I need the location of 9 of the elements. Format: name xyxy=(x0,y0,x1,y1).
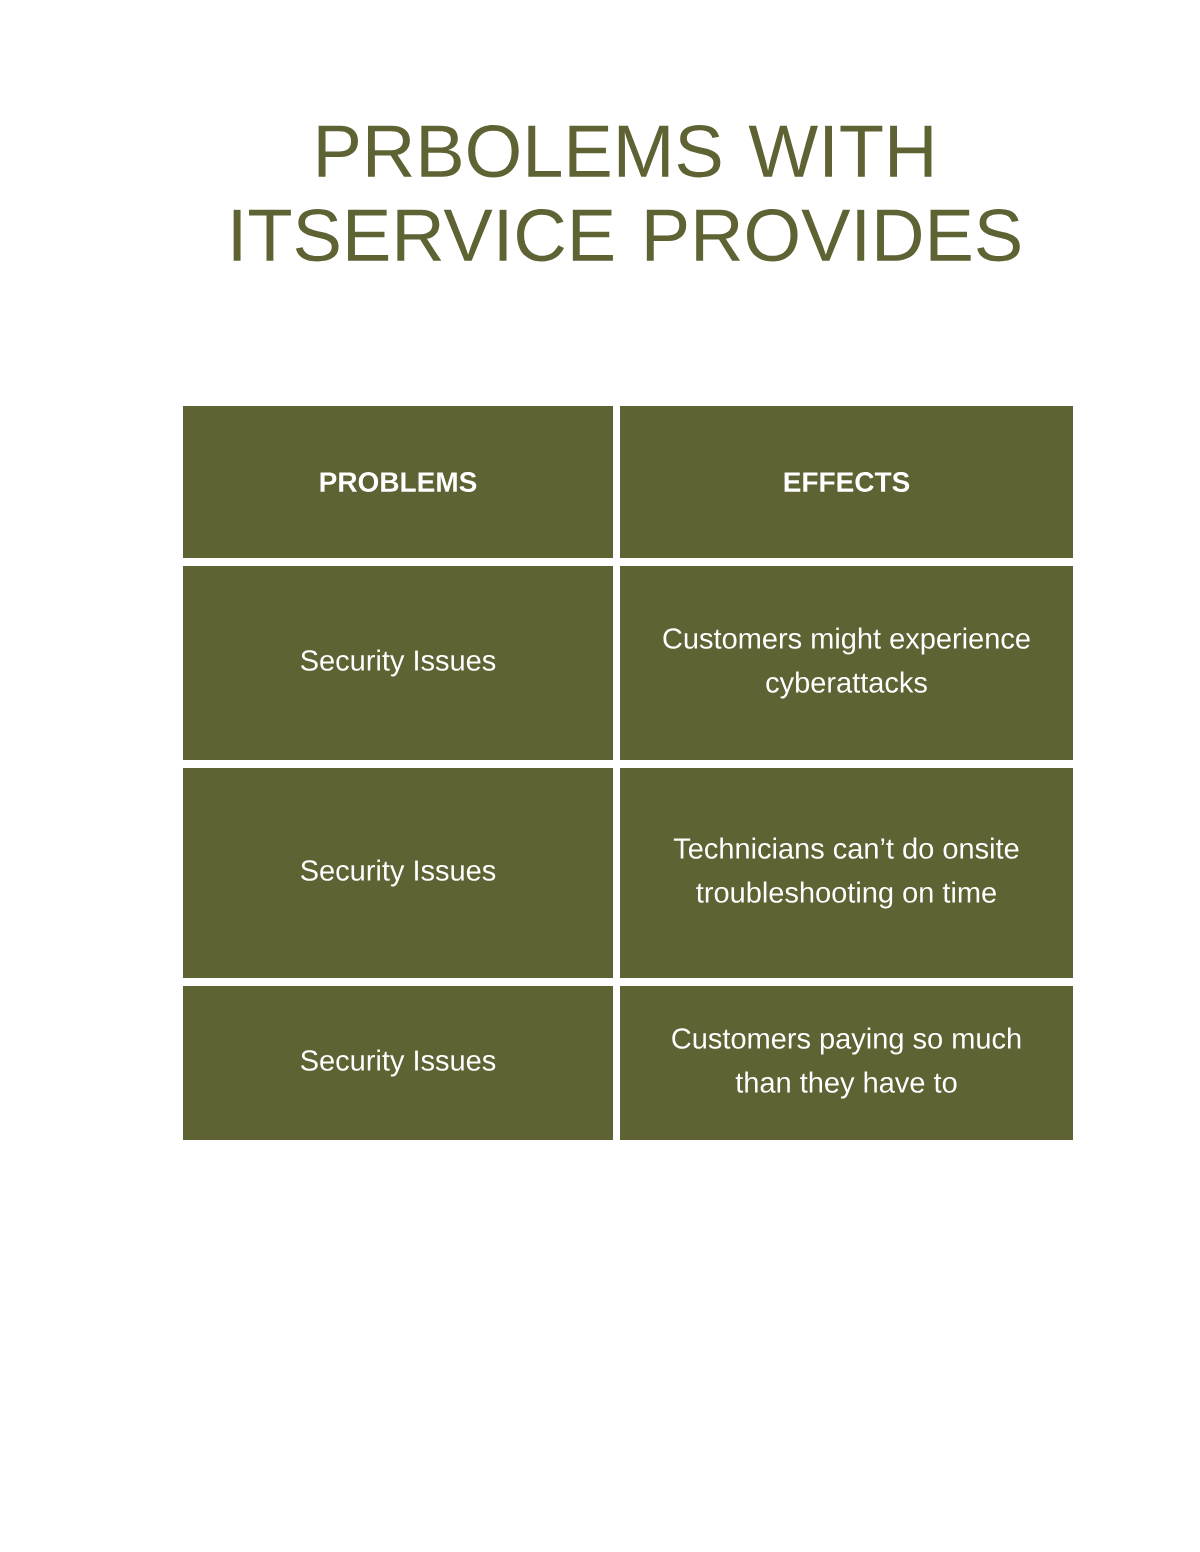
title: PRBOLEMS WITH ITSERVICE PROVIDES xyxy=(233,125,1020,262)
table-cell: Security Issues xyxy=(183,566,613,760)
table-cell: Technicians can’t do onsite troubleshooting on time xyxy=(620,768,1073,978)
table-cell: Security Issues xyxy=(183,986,613,1140)
table-cell: Customers might experience cyberattacks xyxy=(620,566,1073,760)
table-cell: Security Issues xyxy=(183,768,613,978)
table-cell: Customers paying so much than they have to xyxy=(620,986,1073,1140)
header-cell: EFFECTS xyxy=(620,406,1073,558)
header-cell: PROBLEMS xyxy=(183,406,613,558)
